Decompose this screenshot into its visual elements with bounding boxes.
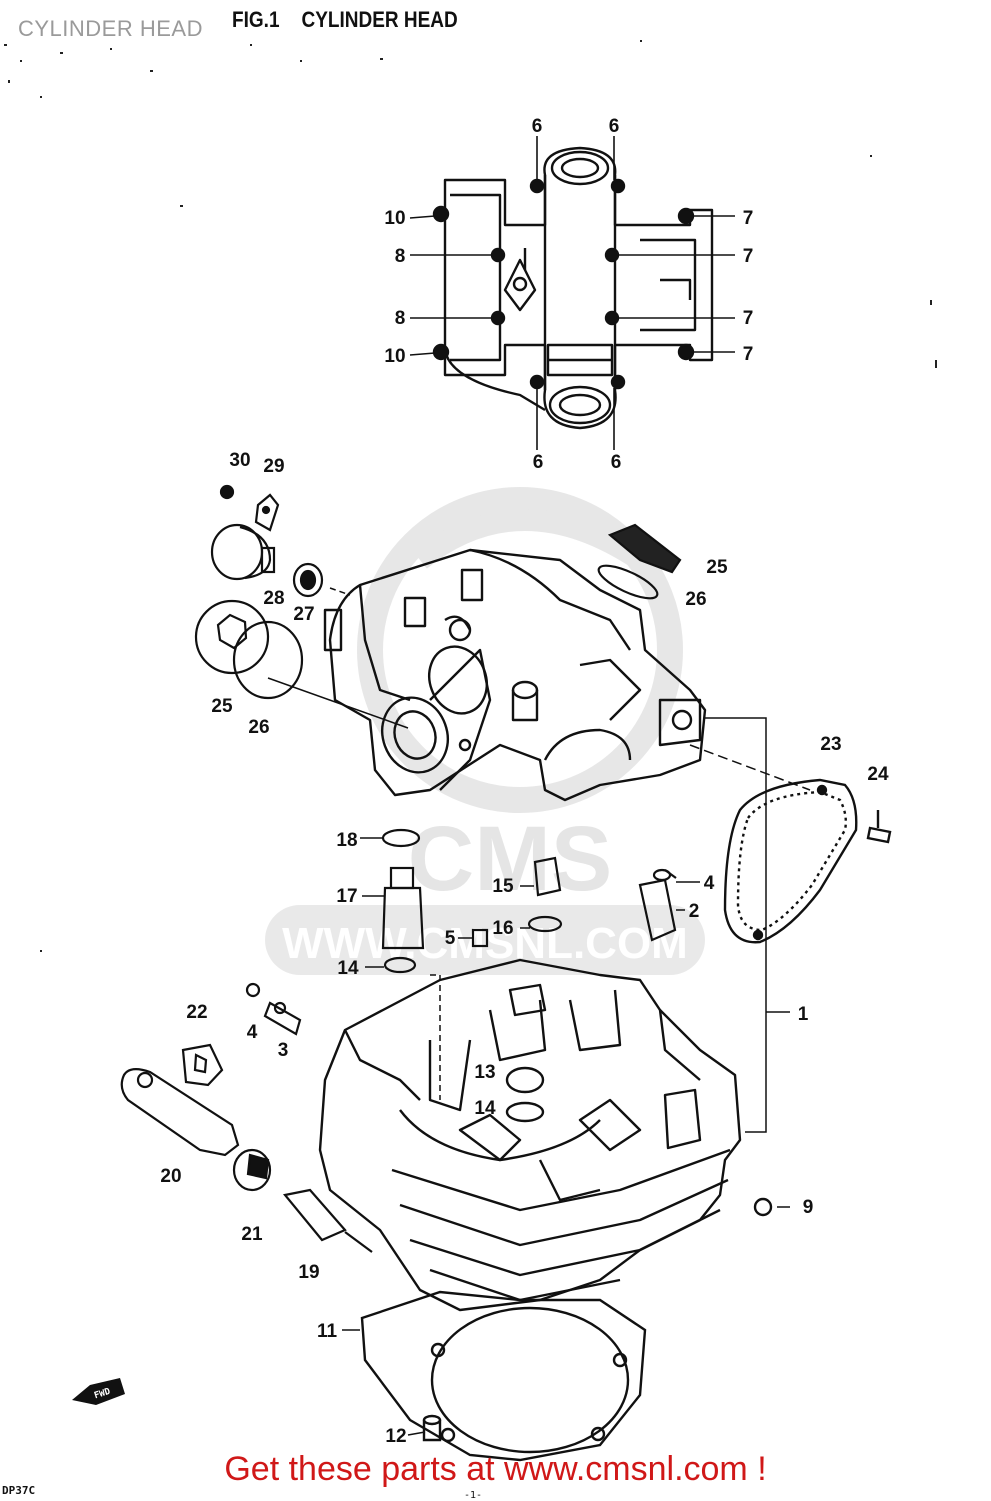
cap-bolt-parts-left: [194, 484, 324, 700]
cta-banner: Get these parts at www.cmsnl.com !: [0, 1450, 991, 1489]
callout-1: 1: [798, 1004, 809, 1025]
page-mark: -1-: [464, 1490, 483, 1501]
leader-lines-top: [409, 136, 735, 450]
callout-4-right: 4: [704, 873, 715, 894]
callout-13: 13: [474, 1062, 495, 1083]
callout-18: 18: [336, 830, 357, 851]
callout-10-upper: 10: [384, 208, 405, 229]
callout-22: 22: [186, 1002, 207, 1023]
figure-title: CYLINDER HEAD: [301, 8, 458, 33]
callout-8-lower: 8: [395, 308, 406, 329]
side-cover: [723, 778, 892, 944]
callout-27: 27: [293, 604, 314, 625]
callout-labels: 6 6 10 8 8 10 7 7 7 7 6 6 30 29 28 27 25…: [160, 116, 889, 1447]
leader-lines-lower: [267, 587, 811, 1436]
page-title: CYLINDER HEAD: [18, 16, 203, 41]
callout-17: 17: [336, 886, 357, 907]
front-direction-arrow: FWD: [72, 1378, 125, 1405]
drawing-ref-code: DP37C: [2, 1484, 36, 1497]
callout-6-top-right: 6: [609, 116, 620, 137]
callout-9: 9: [803, 1197, 814, 1218]
cta-link[interactable]: Get these parts at www.cmsnl.com !: [224, 1450, 767, 1488]
callout-7-c: 7: [743, 308, 754, 329]
callout-26-left: 26: [248, 717, 269, 738]
callout-25-right: 25: [706, 557, 728, 578]
scan-noise: [4, 40, 937, 952]
callout-21: 21: [241, 1224, 263, 1245]
callout-23: 23: [820, 734, 841, 755]
callout-10-lower: 10: [384, 346, 405, 367]
callout-30: 30: [229, 450, 250, 471]
small-parts-left: [120, 982, 373, 1253]
callout-4-left: 4: [247, 1022, 258, 1043]
callout-28: 28: [263, 588, 284, 609]
callout-6-top-left: 6: [532, 116, 543, 137]
callout-26-right: 26: [685, 589, 706, 610]
front-marker-text: FWD: [93, 1387, 112, 1402]
cap-oring-right: [597, 523, 682, 600]
callout-3: 3: [278, 1040, 289, 1061]
cms-watermark: CMS WWW.CMSNL.COM: [265, 487, 705, 975]
cylinder-gasket: [360, 1290, 647, 1462]
callout-5: 5: [445, 928, 456, 949]
callout-11: 11: [317, 1321, 338, 1342]
camshaft-housing: [323, 548, 707, 802]
callout-16: 16: [492, 918, 513, 939]
callout-7-b: 7: [743, 246, 754, 267]
figure-number: FIG.1: [232, 8, 280, 33]
callout-19: 19: [298, 1262, 319, 1283]
callout-2: 2: [689, 901, 700, 922]
callout-7-a: 7: [743, 208, 754, 229]
callout-12: 12: [385, 1426, 406, 1447]
figure-heading: FIG.1 CYLINDER HEAD: [232, 8, 480, 33]
callout-29: 29: [263, 456, 284, 477]
callout-8-upper: 8: [395, 246, 406, 267]
callout-24: 24: [867, 764, 889, 785]
callout-6-bottom-left: 6: [533, 452, 544, 473]
callout-15: 15: [492, 876, 514, 897]
callout-20: 20: [160, 1166, 181, 1187]
callout-14-upper: 14: [337, 958, 359, 979]
watermark-brand: CMS: [408, 808, 612, 910]
watermark-site: WWW.CMSNL.COM: [282, 919, 688, 968]
callout-6-bottom-right: 6: [611, 452, 622, 473]
callout-7-d: 7: [743, 344, 754, 365]
callout-14-lower: 14: [474, 1098, 496, 1119]
cylinder-head-block: [318, 958, 773, 1312]
callout-25-left: 25: [211, 696, 233, 717]
head-cover-top-view: [432, 146, 714, 430]
